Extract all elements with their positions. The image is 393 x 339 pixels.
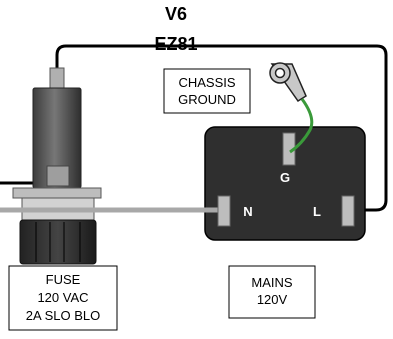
mains-label-line1: MAINS bbox=[251, 275, 293, 290]
fuse-top-terminal bbox=[49, 67, 65, 91]
terminal-n-label: N bbox=[243, 204, 252, 219]
mains-label-line2: 120V bbox=[257, 292, 288, 307]
fuse-side-terminal bbox=[46, 165, 70, 187]
chassis-ground-line2: GROUND bbox=[178, 92, 236, 107]
fuse-cap bbox=[19, 219, 97, 265]
line-terminal bbox=[341, 195, 355, 227]
black-wire-fuse-to-line bbox=[55, 44, 388, 212]
mains-label-box bbox=[228, 265, 316, 319]
fuse-label-line1: FUSE bbox=[46, 272, 81, 287]
fuse-label-box bbox=[8, 265, 118, 331]
fuse-label-line2: 120 VAC bbox=[37, 290, 88, 305]
chassis-ground-box bbox=[163, 68, 251, 114]
fuse-flange bbox=[12, 187, 102, 199]
mains-socket bbox=[204, 126, 366, 241]
fuse-label-line3: 2A SLO BLO bbox=[26, 308, 100, 323]
green-ground-wire bbox=[289, 98, 314, 154]
terminal-g-label: G bbox=[280, 170, 290, 185]
chassis-ground-line1: CHASSIS bbox=[178, 75, 235, 90]
tube-type-label: EZ81 bbox=[154, 34, 197, 54]
neutral-terminal bbox=[217, 195, 231, 227]
terminal-l-label: L bbox=[313, 204, 321, 219]
ground-lug bbox=[269, 62, 307, 103]
tube-label: V6 bbox=[165, 4, 187, 24]
